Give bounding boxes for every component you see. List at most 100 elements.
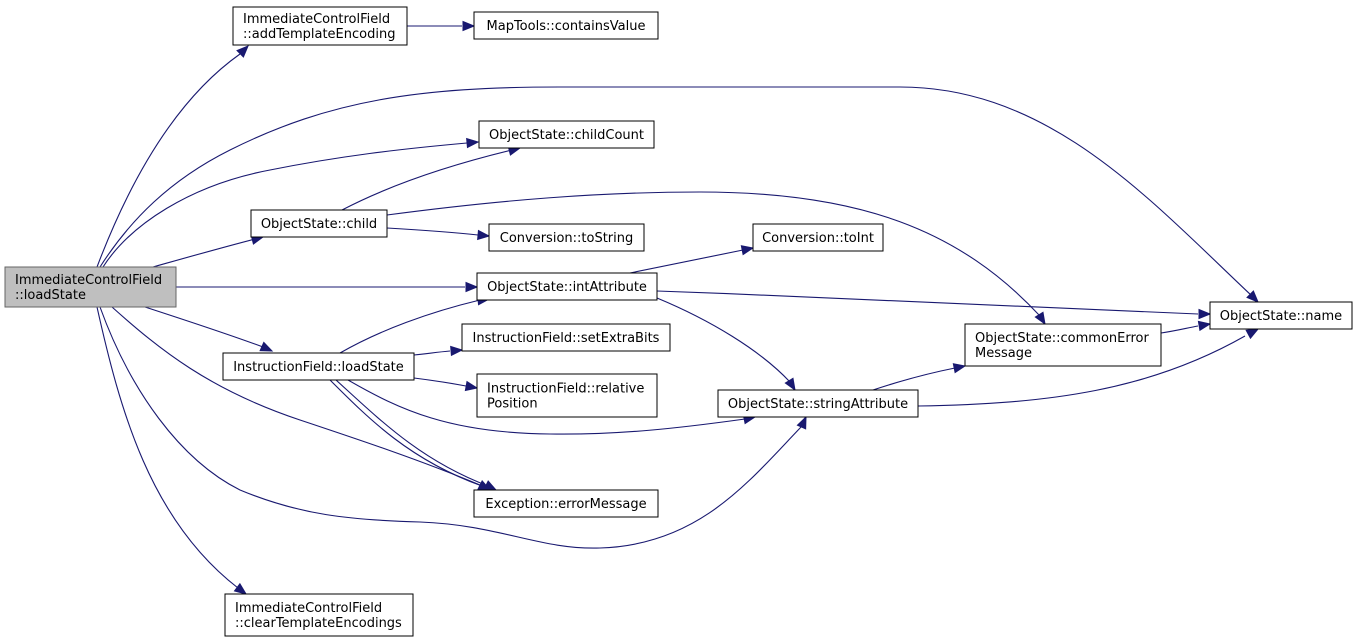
- node-box[interactable]: [232, 6, 408, 46]
- node-intAttribute[interactable]: ObjectState::intAttribute: [476, 272, 658, 301]
- arrowhead-icon: [1197, 320, 1212, 332]
- edge-line: [96, 53, 241, 268]
- arrowhead-icon: [466, 137, 480, 149]
- edge-line: [329, 379, 483, 487]
- edge-line: [99, 86, 1253, 297]
- arrowhead-icon: [477, 229, 491, 241]
- edge-line: [99, 306, 803, 549]
- node-box[interactable]: [478, 120, 655, 149]
- edge-child-to-childCount: [341, 145, 522, 211]
- node-child[interactable]: ObjectState::child: [250, 209, 388, 238]
- node-label: ImmediateControlField: [235, 601, 382, 616]
- node-label: Conversion::toString: [500, 231, 634, 246]
- edge-ifLoadState-to-setExtraBits: [413, 345, 464, 357]
- arrowhead-icon: [233, 582, 248, 595]
- edge-line: [335, 379, 489, 487]
- node-errorMessage[interactable]: Exception::errorMessage: [473, 489, 659, 518]
- node-label: ObjectState::intAttribute: [487, 280, 647, 295]
- edge-stringAttribute-to-name: [917, 328, 1260, 407]
- edge-line: [629, 249, 744, 274]
- node-label: InstructionField::loadState: [233, 360, 404, 375]
- arrowhead-icon: [465, 281, 479, 293]
- node-box[interactable]: [224, 593, 414, 637]
- arrowhead-icon: [462, 20, 476, 32]
- arrowhead-icon: [464, 380, 479, 392]
- node-box[interactable]: [250, 209, 388, 238]
- edge-line: [152, 238, 256, 268]
- edge-root-to-intAttribute: [176, 281, 479, 293]
- node-toInt[interactable]: Conversion::toInt: [752, 223, 884, 252]
- node-box[interactable]: [4, 266, 177, 308]
- edge-commonErrorMessage-to-name: [1160, 320, 1212, 334]
- edge-line: [111, 306, 481, 486]
- arrowhead-icon: [952, 363, 967, 374]
- edge-line: [656, 297, 791, 383]
- node-box[interactable]: [1209, 301, 1353, 330]
- node-box[interactable]: [222, 352, 415, 381]
- node-clearTemplateEncodings[interactable]: ImmediateControlField::clearTemplateEnco…: [224, 593, 414, 637]
- arrowhead-icon: [784, 377, 796, 392]
- edges-layer: [96, 20, 1260, 595]
- node-box[interactable]: [476, 373, 658, 418]
- edge-line: [386, 227, 479, 236]
- node-box[interactable]: [473, 489, 659, 518]
- node-label: Conversion::toInt: [762, 231, 874, 246]
- edge-line: [413, 350, 451, 356]
- edge-root-to-errorMessage: [111, 306, 492, 491]
- node-label: ::addTemplateEncoding: [243, 27, 395, 42]
- node-box[interactable]: [488, 223, 645, 252]
- edge-line: [341, 149, 513, 211]
- arrowhead-icon: [1245, 328, 1260, 340]
- edge-line: [413, 377, 467, 387]
- node-label: ObjectState::childCount: [489, 128, 644, 143]
- edge-line: [872, 367, 956, 391]
- node-label: ObjectState::stringAttribute: [728, 397, 908, 412]
- edge-line: [386, 191, 1041, 317]
- node-toString[interactable]: Conversion::toString: [488, 223, 645, 252]
- edge-line: [339, 299, 481, 354]
- node-label: ImmediateControlField: [243, 12, 390, 27]
- edge-line: [656, 290, 1199, 315]
- arrowhead-icon: [236, 45, 249, 58]
- node-containsValue[interactable]: MapTools::containsValue: [473, 11, 659, 40]
- node-label: ObjectState::child: [261, 217, 377, 232]
- arrowhead-icon: [1034, 311, 1046, 326]
- edge-intAttribute-to-name: [656, 290, 1212, 320]
- edge-line: [144, 306, 264, 348]
- node-label: MapTools::containsValue: [487, 19, 646, 34]
- node-label: ::loadState: [15, 288, 86, 303]
- node-root[interactable]: ImmediateControlField::loadState: [4, 266, 177, 308]
- edge-stringAttribute-to-commonErrorMessage: [872, 363, 967, 391]
- edge-root-to-name: [99, 86, 1259, 303]
- nodes-layer: ImmediateControlField::loadStateImmediat…: [4, 6, 1353, 637]
- node-label: InstructionField::relative: [487, 382, 644, 397]
- edge-addTemplateEncoding-to-containsValue: [407, 20, 476, 32]
- node-stringAttribute[interactable]: ObjectState::stringAttribute: [717, 389, 919, 418]
- arrowhead-icon: [1246, 290, 1259, 303]
- node-label: ObjectState::name: [1220, 309, 1342, 324]
- node-box[interactable]: [964, 323, 1162, 367]
- edge-root-to-stringAttribute: [99, 306, 807, 549]
- node-box[interactable]: [752, 223, 884, 252]
- node-box[interactable]: [461, 323, 671, 352]
- edge-root-to-child: [152, 234, 265, 268]
- node-name[interactable]: ObjectState::name: [1209, 301, 1353, 330]
- node-setExtraBits[interactable]: InstructionField::setExtraBits: [461, 323, 671, 352]
- edge-child-to-commonErrorMessage: [386, 191, 1046, 326]
- arrowhead-icon: [740, 245, 755, 256]
- edge-root-to-clearTemplateEncodings: [96, 306, 248, 595]
- edge-line: [96, 306, 239, 589]
- node-childCount[interactable]: ObjectState::childCount: [478, 120, 655, 149]
- node-addTemplateEncoding[interactable]: ImmediateControlField::addTemplateEncodi…: [232, 6, 408, 46]
- node-box[interactable]: [473, 11, 659, 40]
- node-ifLoadState[interactable]: InstructionField::loadState: [222, 352, 415, 381]
- node-box[interactable]: [476, 272, 658, 301]
- edge-line: [1160, 325, 1199, 334]
- edge-root-to-addTemplateEncoding: [96, 45, 249, 268]
- edge-ifLoadState-to-errorMessage: [335, 379, 498, 491]
- node-box[interactable]: [717, 389, 919, 418]
- arrowhead-icon: [796, 415, 807, 430]
